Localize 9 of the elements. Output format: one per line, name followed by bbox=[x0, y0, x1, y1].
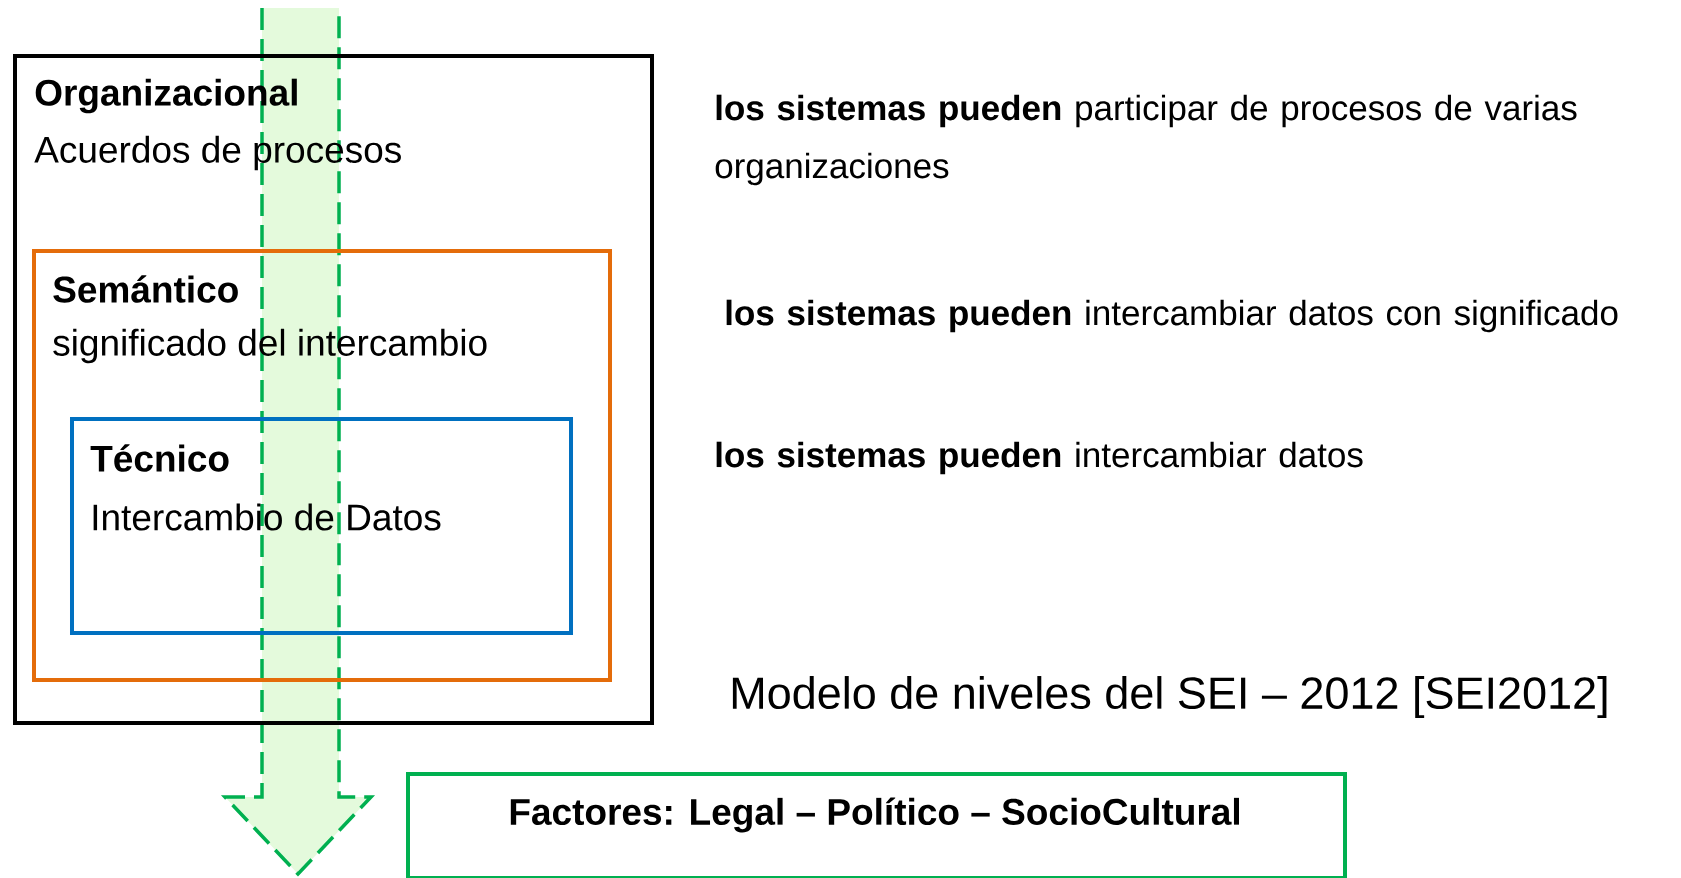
layer-heading: Semántico bbox=[53, 275, 238, 303]
caption: Modelo de niveles del SEI – 2012 [SEI2012] bbox=[732, 676, 1607, 718]
level-description: los sistemas pueden participar de procesos de varias organizaciones bbox=[715, 94, 1577, 186]
layer-heading: Organizacional bbox=[35, 78, 297, 114]
layer-heading: Factores: Legal – Político – SocioCultural bbox=[510, 797, 1239, 833]
layer-description: significado del intercambio bbox=[53, 328, 487, 364]
level-description: los sistemas pueden intercambiar datos con significado bbox=[726, 299, 1618, 333]
level-description: los sistemas pueden intercambiar datos bbox=[716, 441, 1363, 475]
layer-heading: Técnico bbox=[90, 444, 229, 472]
